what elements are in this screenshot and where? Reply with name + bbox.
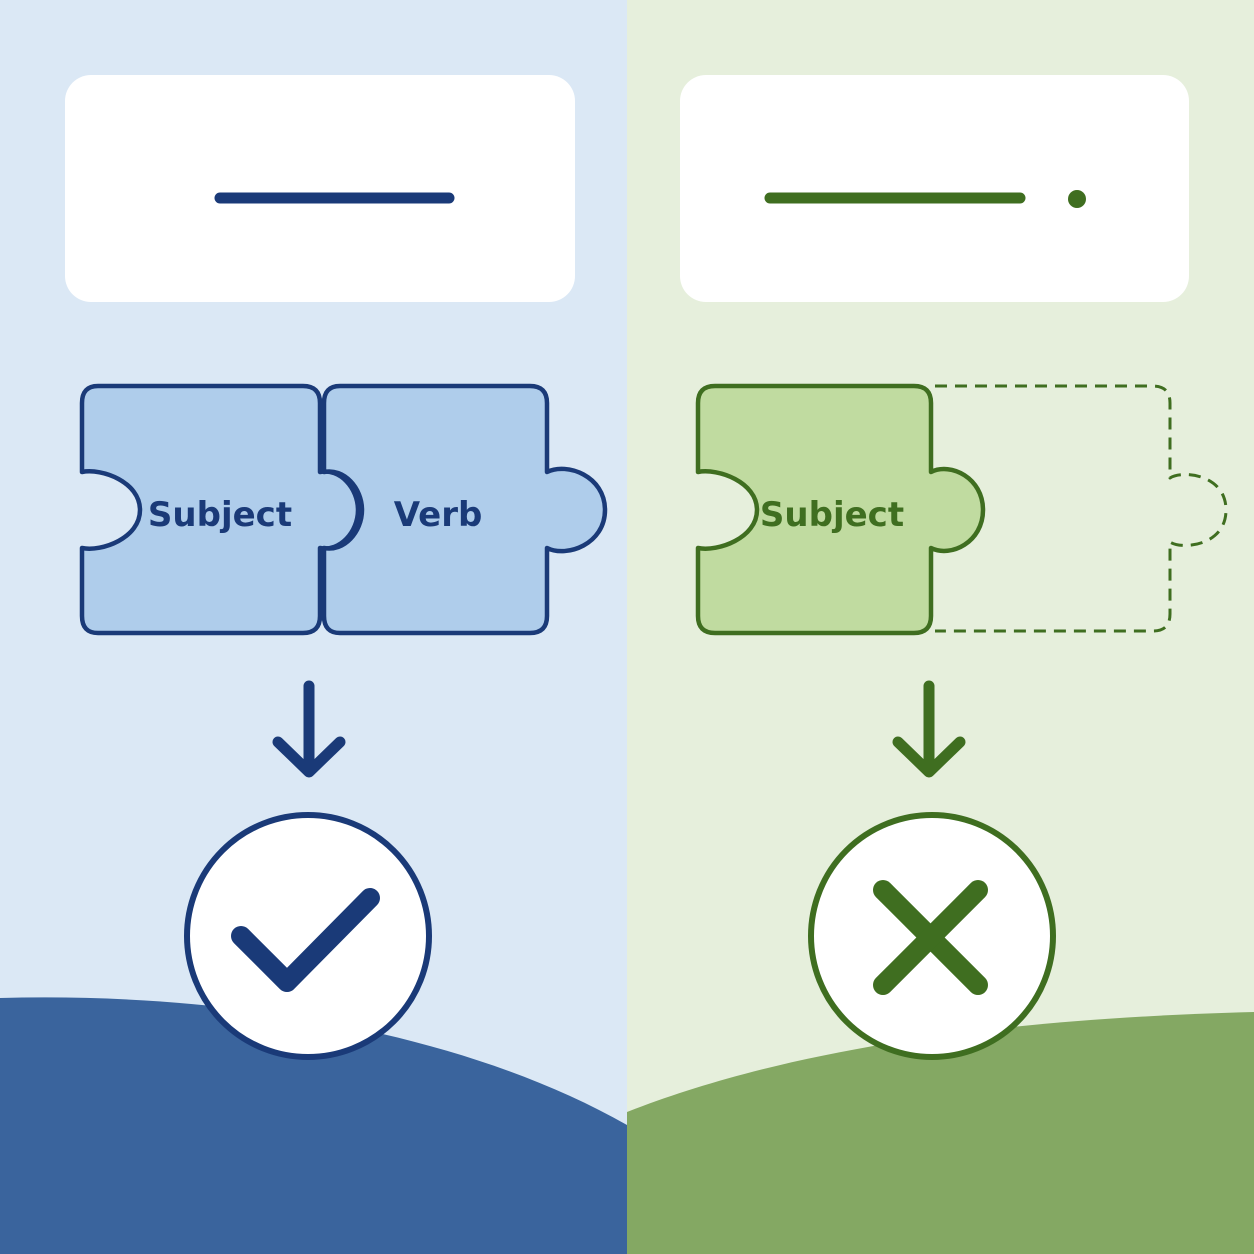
right-subject-label: Subject <box>760 495 904 535</box>
right-sentence-period <box>1068 190 1086 208</box>
right-down-arrow-icon <box>892 680 966 778</box>
right-subject-piece: Subject <box>695 383 986 636</box>
left-verb-piece: Verb <box>321 383 608 636</box>
left-verb-label: Verb <box>394 495 483 535</box>
left-subject-label: Subject <box>148 495 292 535</box>
left-sentence-card <box>65 75 575 302</box>
right-hill <box>627 1012 1254 1254</box>
check-icon <box>231 888 380 992</box>
cross-result-badge <box>808 812 1056 1060</box>
cross-icon <box>873 880 988 995</box>
right-sentence-card <box>680 75 1189 302</box>
left-hill <box>0 997 627 1254</box>
left-down-arrow-icon <box>272 680 346 778</box>
check-result-badge <box>184 812 432 1060</box>
